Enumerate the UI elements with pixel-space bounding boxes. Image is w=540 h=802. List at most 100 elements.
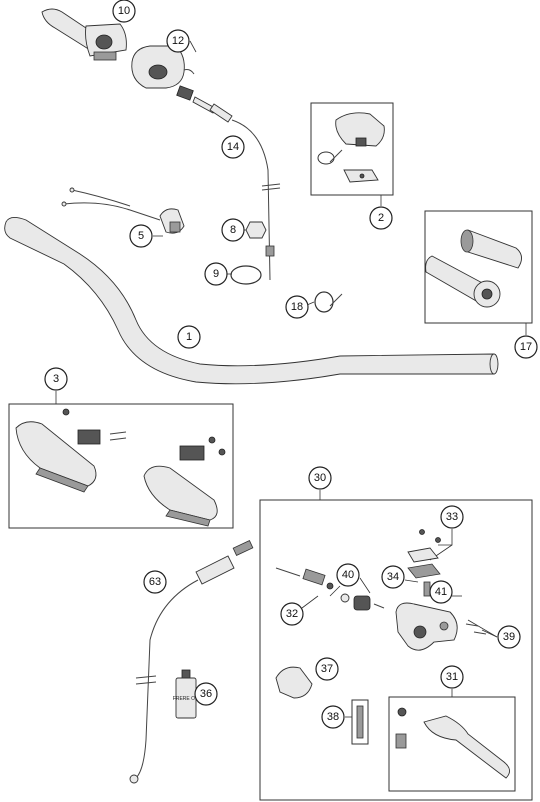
callout-circle xyxy=(204,262,228,286)
cable-nut xyxy=(245,221,267,239)
callout-circle xyxy=(369,206,393,230)
callout-39: 39 xyxy=(497,625,521,649)
callout-17: 17 xyxy=(514,335,538,359)
callout-10: 10 xyxy=(112,0,136,23)
callout-number: 10 xyxy=(118,5,130,17)
callout-37: 37 xyxy=(315,657,339,681)
callout-circle xyxy=(497,625,521,649)
callout-circle xyxy=(429,580,453,604)
handlebar-end xyxy=(489,353,499,375)
throttle-grip xyxy=(41,8,127,61)
callout-number: 37 xyxy=(321,663,333,675)
callout-circle xyxy=(44,367,68,391)
callout-8: 8 xyxy=(221,218,245,242)
switch-assembly xyxy=(317,112,385,183)
callout-circle xyxy=(194,682,218,706)
callout-41: 41 xyxy=(429,580,453,604)
oil-bottle-label: FRERE OIL xyxy=(173,696,200,702)
o-ring xyxy=(230,265,262,285)
callout-circle xyxy=(143,570,167,594)
callout-number: 9 xyxy=(213,268,219,280)
callout-1: 1 xyxy=(177,325,201,349)
throttle-cable xyxy=(176,85,281,281)
callout-circle xyxy=(381,565,405,589)
callout-circle xyxy=(280,602,304,626)
callout-30: 30 xyxy=(308,466,332,490)
handguards xyxy=(15,408,226,527)
callout-number: 33 xyxy=(446,511,458,523)
callout-32: 32 xyxy=(280,602,304,626)
callout-circle xyxy=(514,335,538,359)
master-cylinder-piston xyxy=(275,567,334,590)
callout-circle xyxy=(308,466,332,490)
callout-number: 63 xyxy=(149,576,161,588)
callout-number: 2 xyxy=(378,212,384,224)
callout-2: 2 xyxy=(369,206,393,230)
callout-circle xyxy=(440,505,464,529)
callout-number: 32 xyxy=(286,608,298,620)
callout-number: 36 xyxy=(200,688,212,700)
lever-box xyxy=(388,696,516,792)
callout-31: 31 xyxy=(440,665,464,689)
cable-tie xyxy=(314,291,343,313)
callout-34: 34 xyxy=(381,565,405,589)
callout-number: 5 xyxy=(138,230,144,242)
callout-number: 3 xyxy=(53,373,59,385)
callout-number: 34 xyxy=(387,571,399,583)
callout-33: 33 xyxy=(440,505,464,529)
callout-circle xyxy=(112,0,136,23)
callout-9: 9 xyxy=(204,262,228,286)
pivot-pin xyxy=(423,581,431,597)
callout-number: 38 xyxy=(327,711,339,723)
master-cylinder-body xyxy=(395,602,487,651)
callout-circle xyxy=(221,135,245,159)
pivot-sleeve xyxy=(351,699,369,745)
callout-circle xyxy=(336,563,360,587)
switch-assembly-box xyxy=(310,102,394,196)
reservoir-gasket xyxy=(407,563,441,579)
callout-circle xyxy=(129,224,153,248)
callout-circle xyxy=(177,325,201,349)
handlebar-grips xyxy=(425,229,522,308)
clutch-lever xyxy=(395,707,510,779)
callout-number: 14 xyxy=(227,141,239,153)
grips-box xyxy=(424,210,533,324)
callout-circle xyxy=(221,218,245,242)
seal-kit xyxy=(340,593,385,611)
clutch-hose xyxy=(129,540,254,784)
throttle-cover xyxy=(131,45,195,89)
callout-36: 36 xyxy=(194,682,218,706)
callout-number: 30 xyxy=(314,472,326,484)
callout-circle xyxy=(321,705,345,729)
clutch-master-cylinder-box xyxy=(259,499,533,801)
callout-18: 18 xyxy=(285,295,309,319)
reservoir-cover xyxy=(407,529,441,563)
callout-number: 31 xyxy=(446,671,458,683)
callout-labels: 10 12 14 2 5 8 9 18 17 1 3 30 33 40 34 41 63 32 39 37 31 36 38 xyxy=(44,0,538,729)
callout-38: 38 xyxy=(321,705,345,729)
callout-number: 17 xyxy=(520,341,532,353)
callout-circle xyxy=(440,665,464,689)
callout-14: 14 xyxy=(221,135,245,159)
callout-number: 40 xyxy=(342,569,354,581)
callout-3: 3 xyxy=(44,367,68,391)
handlebar-clamp xyxy=(275,666,313,699)
callout-circle xyxy=(315,657,339,681)
switch-with-wiring xyxy=(61,187,185,234)
callout-number: 8 xyxy=(230,224,236,236)
callout-number: 39 xyxy=(503,631,515,643)
callout-number: 12 xyxy=(172,35,184,47)
callout-number: 18 xyxy=(291,301,303,313)
hydraulic-oil-bottle: FRERE OIL xyxy=(173,669,200,719)
callout-5: 5 xyxy=(129,224,153,248)
handguard-box xyxy=(8,403,234,529)
callout-circle xyxy=(166,29,190,53)
callout-number: 41 xyxy=(435,586,447,598)
handlebar xyxy=(4,217,498,385)
callout-40: 40 xyxy=(336,563,360,587)
callout-63: 63 xyxy=(143,570,167,594)
callout-12: 12 xyxy=(166,29,190,53)
callout-number: 1 xyxy=(186,331,192,343)
callout-circle xyxy=(285,295,309,319)
